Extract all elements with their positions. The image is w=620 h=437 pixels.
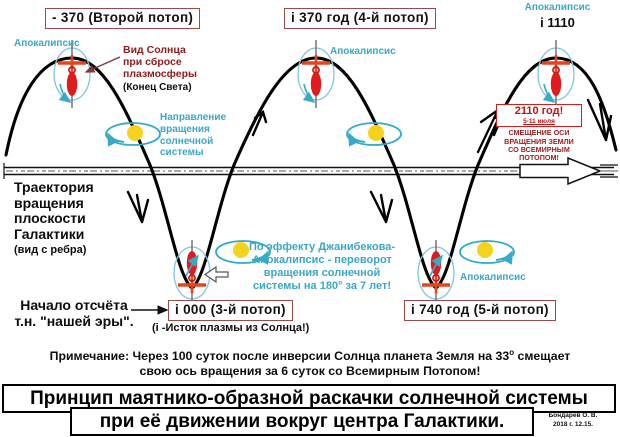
rotation-direction-label: Направление вращения солнечной системы [160,112,260,159]
note-block: Примечание: Через 100 суток после инверс… [0,348,620,379]
year-box-fifth-flood[interactable]: i 740 год (5-й потоп) [404,300,556,322]
warning-2110-box[interactable]: 2110 год! 5-11 июля СМЕЩЕНИЕ ОСИ ВРАЩЕНИ… [496,104,582,163]
trajectory-line-5: (вид с ребра) [14,243,87,256]
warning-2110-body-line-3: СО ВСЕМИРНЫМ [508,145,570,155]
apocalypse-symbol-peak-1 [53,40,91,108]
apocalypse-symbol-peak-2 [297,40,335,108]
apocalypse-label-peak-3-line1: Апокалипсис [524,2,591,13]
rotation-direction-line-4: системы [160,147,204,159]
note-line-2: свою ось вращения за 6 суток со Всемирны… [139,363,481,378]
djanibekov-line-3: вращения солнечной [263,266,381,279]
origin-label: Начало отсчёта т.н. "нашей эры". [14,297,134,329]
rotation-direction-line-1: Направление [160,112,227,123]
title-plate-line-2: при её движении вокруг центра Галактики. [70,407,534,436]
year-box-second-flood[interactable]: - 370 (Второй потоп) [45,8,201,30]
note-line-1-a: Примечание: Через 100 суток после инверс… [49,349,510,364]
apocalypse-label-peak-1: Апокалипсис [14,38,80,49]
trajectory-line-2: вращения [14,194,84,211]
djanibekov-line-4: системы на 180° за 7 лет! [252,279,392,292]
origin-footnote: (i -Исток плазмы из Солнца!) [152,322,310,334]
sun-orbit-icon-3 [346,122,402,147]
sun-callout-text: Вид Солнца при сбросе плазмосферы (Конец… [123,44,233,93]
signature-block: Бондарев О. В. 2018 г. 12.15. [530,412,616,430]
warning-2110-arrows [476,107,500,154]
djanibekov-line-2: Апокалипсис - переворот [252,253,392,266]
sun-callout-line-1: Вид Солнца [123,44,186,56]
apocalypse-symbol-trough-2 [417,240,455,308]
signature-date: 2018 г. 12.15. [552,420,593,428]
trajectory-line-4: Галактики [14,226,85,243]
apocalypse-label-peak-2: Апокалипсис [330,46,396,57]
warning-2110-head: 2110 год! 5-11 июля [496,104,582,128]
rotation-direction-line-3: солнечной [160,135,214,147]
djanibekov-line-1: По эффекту Джанибекова- [248,241,395,253]
warning-2110-body-line-2: ВРАЩЕНИЯ ЗЕМЛИ [504,136,574,146]
sun-callout-leader [84,56,121,73]
warning-2110-subtitle: 5-11 июля [523,117,555,125]
sun-orbit-icon-4 [459,240,515,265]
warning-2110-title: 2110 год! [514,105,564,117]
note-line-1-b: смещает [514,349,571,364]
warning-2110-body: СМЕЩЕНИЕ ОСИ ВРАЩЕНИЯ ЗЕМЛИ СО ВСЕМИРНЫМ… [496,128,582,163]
apocalypse-label-trough-2: Апокалипсис [460,272,526,283]
sun-callout-line-2: при сбросе [123,56,182,69]
origin-line-2: т.н. "нашей эры". [14,312,134,329]
sun-callout-line-3: плазмосферы [123,68,197,81]
warning-2110-body-line-4: ПОТОПОМ! [519,153,559,163]
signature-author: Бондарев О. В. [548,412,598,419]
trajectory-label: Траектория вращения плоскости Галактики … [14,179,134,256]
djanibekov-label: По эффекту Джанибекова- Апокалипсис - пе… [222,241,422,293]
apocalypse-label-peak-3: Апокалипсис i 1110 [495,2,620,30]
apocalypse-symbol-trough-1 [173,240,211,308]
trajectory-line-1: Траектория [14,179,94,195]
year-box-third-flood[interactable]: i 000 (3-й потоп) [168,300,293,322]
warning-2110-body-line-1: СМЕЩЕНИЕ ОСИ [508,128,570,138]
trajectory-line-3: плоскости [14,210,86,227]
note-line-1: Примечание: Через 100 суток после инверс… [0,348,620,364]
rotation-direction-line-2: вращения [160,123,210,135]
apocalypse-symbol-peak-3 [537,40,575,108]
apocalypse-label-peak-3-year: i 1110 [540,14,575,30]
note-degree-symbol: o [509,348,515,357]
origin-line-1: Начало отсчёта [20,297,128,313]
sun-orbit-icon-1 [105,122,161,147]
year-box-fourth-flood[interactable]: i 370 год (4-й потоп) [284,8,436,30]
sun-callout-line-4: (Конец Света) [123,81,192,93]
